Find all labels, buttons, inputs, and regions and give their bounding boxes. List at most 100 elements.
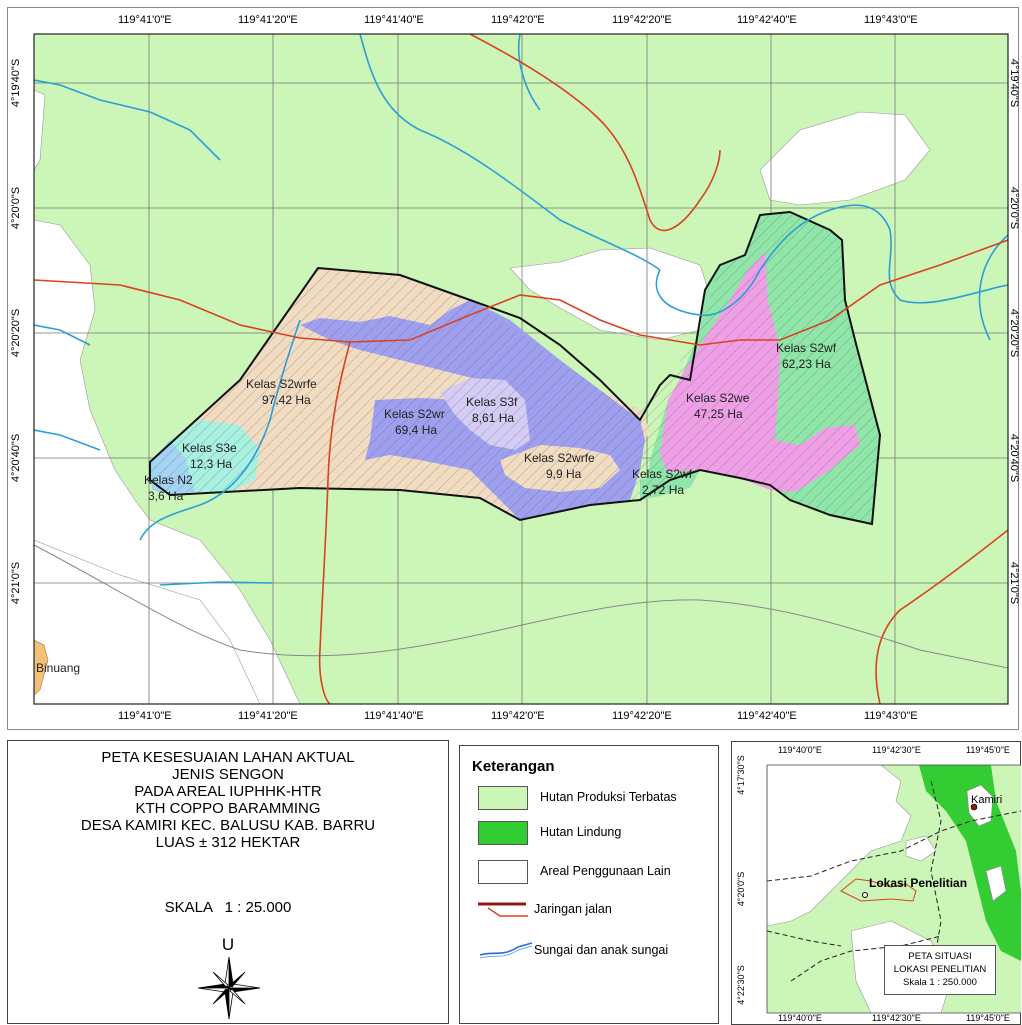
legend-title: Keterangan xyxy=(472,758,555,775)
class-area-n2: 3,6 Ha xyxy=(148,489,184,503)
class-area-s2wf-small: 2,72 Ha xyxy=(642,483,684,497)
class-area-s2wrfe-large: 97,42 Ha xyxy=(262,393,311,407)
class-area-s2wr: 69,4 Ha xyxy=(395,423,437,437)
situation-line-3: Skala 1 : 250.000 xyxy=(903,977,977,988)
inset-apl-area-3 xyxy=(905,835,937,862)
left-lat-1: 4°19'40"S xyxy=(10,58,22,108)
left-lat-4: 4°20'40"S xyxy=(10,433,22,483)
class-labels: Kelas S2wrfe 97,42 Ha Kelas S2wr 69,4 Ha… xyxy=(36,341,837,675)
inset-top-lon-1: 119°40'0"E xyxy=(778,745,822,755)
inset-bottom-lon-3: 119°45'0"E xyxy=(966,1013,1010,1023)
river-line-icon xyxy=(479,942,533,959)
top-lon-3: 119°41'40"E xyxy=(364,14,424,26)
inset-location-label: Lokasi Penelitian xyxy=(869,876,967,890)
study-area-outline xyxy=(149,210,882,526)
class-area-s2wrfe-small: 9,9 Ha xyxy=(546,467,582,481)
class-area-s2we: 47,25 Ha xyxy=(694,407,743,421)
left-lat-2: 4°20'0"S xyxy=(10,186,22,230)
inset-kamiri-patch xyxy=(966,784,994,827)
title-box: PETA KESESUAIAN LAHAN AKTUAL JENIS SENGO… xyxy=(7,740,449,1024)
inset-bottom-lon-2: 119°42'30"E xyxy=(872,1013,921,1023)
road-line-icon xyxy=(478,902,528,917)
class-area-s3e: 12,3 Ha xyxy=(190,457,232,471)
bottom-lon-3: 119°41'40"E xyxy=(364,710,424,722)
binuang-area xyxy=(34,639,49,696)
title-line-6: LUAS ± 312 HEKTAR xyxy=(155,834,301,851)
apl-area-bottom-left-fields xyxy=(34,539,261,704)
map-title: PETA KESESUAIAN LAHAN AKTUAL JENIS SENGO… xyxy=(8,749,448,851)
situation-line-2: LOKASI PENELITIAN xyxy=(893,964,987,975)
inset-situation-box: PETA SITUASI LOKASI PENELITIAN Skala 1 :… xyxy=(884,945,996,995)
class-label-s3e: Kelas S3e xyxy=(182,441,237,455)
legend-box: Keterangan Hutan Produksi Terbatas Hutan… xyxy=(459,745,719,1024)
inset-hutan-lindung xyxy=(919,765,1021,961)
apl-area-top-left xyxy=(34,89,46,171)
legend-label-hl: Hutan Lindung xyxy=(540,825,622,839)
class-label-n2: Kelas N2 xyxy=(144,473,193,487)
class-label-s2wrfe-large: Kelas S2wrfe xyxy=(246,377,317,391)
left-lat-5: 4°21'0"S xyxy=(10,561,22,605)
class-label-s2wf-small: Kelas S2wf xyxy=(632,467,693,481)
right-lat-2: 4°20'0"S xyxy=(1008,186,1020,230)
north-letter: U xyxy=(221,935,235,954)
boundary-line xyxy=(34,544,1008,669)
apl-area-north-east xyxy=(759,111,931,206)
title-line-5: DESA KAMIRI KEC. BALUSU KAB. BARRU xyxy=(80,817,376,834)
top-lon-1: 119°41'0"E xyxy=(118,14,172,26)
situation-line-1: PETA SITUASI xyxy=(908,951,972,962)
inset-kamiri-marker-icon xyxy=(970,803,978,811)
inset-top-lon-3: 119°45'0"E xyxy=(966,745,1010,755)
class-label-s2we: Kelas S2we xyxy=(686,391,750,405)
inset-left-lat-3: 4°22'30"S xyxy=(736,965,746,1005)
inset-white-patch-2 xyxy=(985,865,1007,902)
inset-study-location-marker-icon xyxy=(862,892,868,898)
inset-top-lon-2: 119°42'30"E xyxy=(872,745,921,755)
class-area-s2wf-east: 62,23 Ha xyxy=(782,357,831,371)
inset-study-area xyxy=(840,878,917,902)
class-label-s2wf-east: Kelas S2wf xyxy=(776,341,837,355)
areal-penggunaan-lain-swatch xyxy=(478,860,528,884)
class-label-s2wr: Kelas S2wr xyxy=(384,407,445,421)
legend-label-road: Jaringan jalan xyxy=(534,902,612,916)
title-line-2: JENIS SENGON xyxy=(172,766,284,783)
inset-left-lat-1: 4°17'30"S xyxy=(736,755,746,795)
class-area-s3f: 8,61 Ha xyxy=(472,411,514,425)
bottom-lon-7: 119°43'0"E xyxy=(864,710,918,722)
binuang-label: Binuang xyxy=(36,661,80,675)
roads xyxy=(34,34,1008,704)
inset-left-lat-2: 4°20'0"S xyxy=(736,871,746,907)
top-lon-7: 119°43'0"E xyxy=(864,14,918,26)
class-label-s3f: Kelas S3f xyxy=(466,395,518,409)
inset-bottom-lon-1: 119°40'0"E xyxy=(778,1013,822,1023)
class-label-s2wrfe-small: Kelas S2wrfe xyxy=(524,451,595,465)
title-line-1: PETA KESESUAIAN LAHAN AKTUAL xyxy=(101,749,355,766)
rivers xyxy=(34,34,1008,586)
inset-roads xyxy=(767,780,1021,982)
top-lon-4: 119°42'0"E xyxy=(491,14,545,26)
inset-apl-area xyxy=(767,765,912,927)
bottom-lon-4: 119°42'0"E xyxy=(491,710,545,722)
left-lat-3: 4°20'20"S xyxy=(10,308,22,358)
inset-kamiri-label: Kamiri xyxy=(971,794,1002,806)
top-lon-5: 119°42'20"E xyxy=(612,14,672,26)
hutan-lindung-swatch xyxy=(478,821,528,845)
north-arrow-icon xyxy=(197,956,261,1020)
map-neatline xyxy=(33,33,1009,705)
title-line-4: KTH COPPO BARAMMING xyxy=(135,800,321,817)
right-lat-3: 4°20'20"S xyxy=(1008,308,1020,358)
study-area-hatch xyxy=(150,212,880,524)
hutan-produksi-terbatas-swatch xyxy=(478,786,528,810)
title-line-3: PADA AREAL IUPHHK-HTR xyxy=(134,783,322,800)
bottom-lon-6: 119°42'40"E xyxy=(737,710,797,722)
scale-text: SKALA 1 : 25.000 xyxy=(164,899,292,916)
bottom-lon-2: 119°41'20"E xyxy=(238,710,298,722)
bottom-lon-1: 119°41'0"E xyxy=(118,710,172,722)
right-lat-1: 4°19'40"S xyxy=(1008,58,1020,108)
right-lat-5: 4°21'0"S xyxy=(1008,561,1020,605)
top-lon-6: 119°42'40"E xyxy=(737,14,797,26)
main-map-frame xyxy=(7,7,1019,730)
top-lon-2: 119°41'20"E xyxy=(238,14,298,26)
main-map[interactable]: Kelas S2wrfe 97,42 Ha Kelas S2wr 69,4 Ha… xyxy=(0,0,1022,735)
legend-label-apl: Areal Penggunaan Lain xyxy=(540,864,671,878)
bottom-lon-5: 119°42'20"E xyxy=(612,710,672,722)
